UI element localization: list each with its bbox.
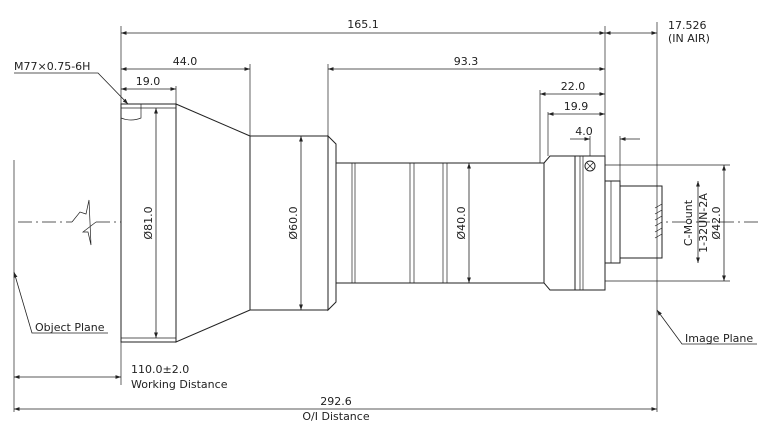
thread-detail (120, 103, 142, 121)
dimension-lines (14, 31, 726, 411)
working-distance-label: Working Distance (131, 378, 228, 391)
rear-flange (543, 155, 576, 291)
mount-type-label: C-Mount (682, 199, 695, 246)
rear-b-label: 19.9 (564, 100, 589, 113)
working-distance-value: 110.0±2.0 (131, 363, 189, 376)
mid-barrel (249, 135, 329, 311)
dia-front-label: Ø81.0 (142, 206, 155, 239)
mount-thread-label: 1-32UN-2A (697, 193, 710, 253)
thread-label: M77×0.75-6H (14, 60, 90, 73)
rear-length-label: 93.3 (454, 55, 479, 68)
rear-a-label: 22.0 (561, 80, 586, 93)
mount-thread-hatch (654, 203, 663, 239)
oi-distance-value: 292.6 (320, 395, 352, 408)
oi-distance-label: O/I Distance (302, 410, 369, 423)
lens-cone (175, 103, 251, 343)
front-length-label: 44.0 (173, 55, 198, 68)
rear-barrel (335, 162, 545, 284)
extension-lines (120, 26, 730, 385)
back-focal-label: 17.526 (668, 19, 707, 32)
overall-length-label: 165.1 (347, 18, 379, 31)
object-plane-label: Object Plane (35, 321, 105, 334)
front-barrel-label: 19.0 (136, 75, 161, 88)
front-barrel (120, 103, 177, 343)
dia-mid-label: Ø60.0 (287, 206, 300, 239)
lens-body (120, 103, 663, 343)
back-focal-note: (IN AIR) (668, 32, 710, 45)
rear-c-label: 4.0 (575, 125, 593, 138)
dia-rear-label: Ø40.0 (455, 206, 468, 239)
c-mount (604, 180, 621, 264)
leader-lines (13, 72, 757, 345)
dia-mount-label: Ø42.0 (710, 206, 723, 239)
image-plane-label: Image Plane (685, 332, 753, 345)
locking-collar (574, 155, 606, 291)
